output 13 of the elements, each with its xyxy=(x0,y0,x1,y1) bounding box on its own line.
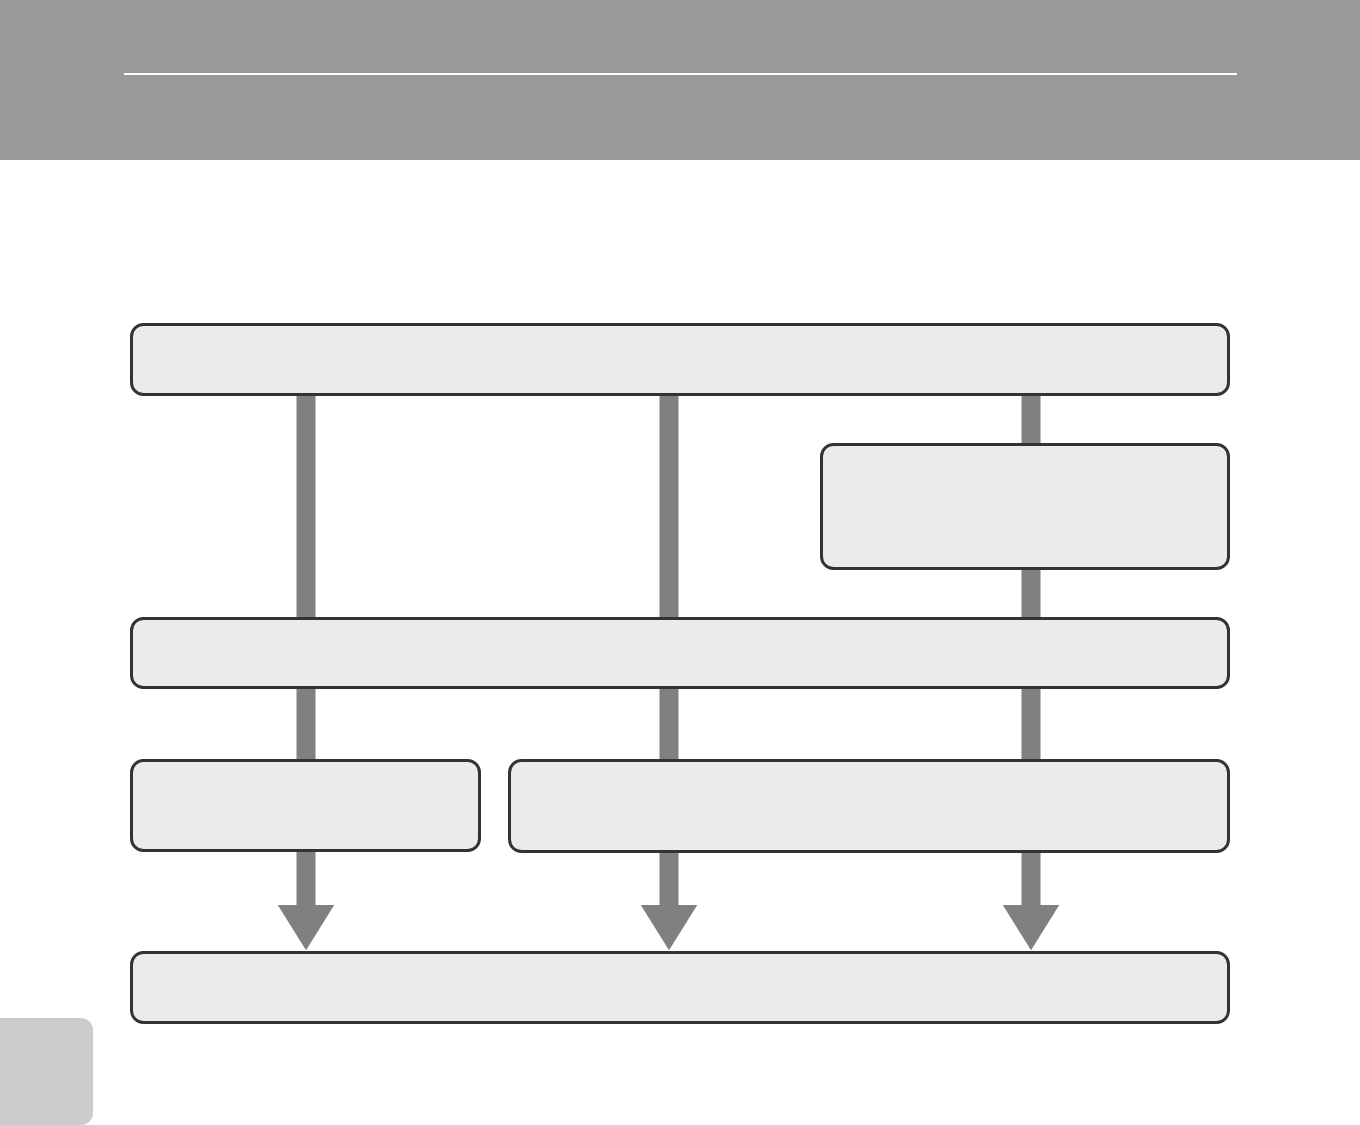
rounded-box xyxy=(820,443,1230,570)
connector-bar xyxy=(659,396,679,617)
connector-bar xyxy=(296,396,316,617)
connector-bar xyxy=(1021,570,1041,617)
connector-bar xyxy=(1021,396,1041,443)
connector-bar xyxy=(1021,689,1041,759)
rounded-box xyxy=(508,759,1230,853)
connector-bar xyxy=(659,689,679,759)
connector-bar xyxy=(296,689,316,759)
rounded-box xyxy=(130,759,481,852)
rounded-box xyxy=(130,323,1230,396)
rounded-box xyxy=(130,951,1230,1024)
rounded-box xyxy=(130,617,1230,689)
